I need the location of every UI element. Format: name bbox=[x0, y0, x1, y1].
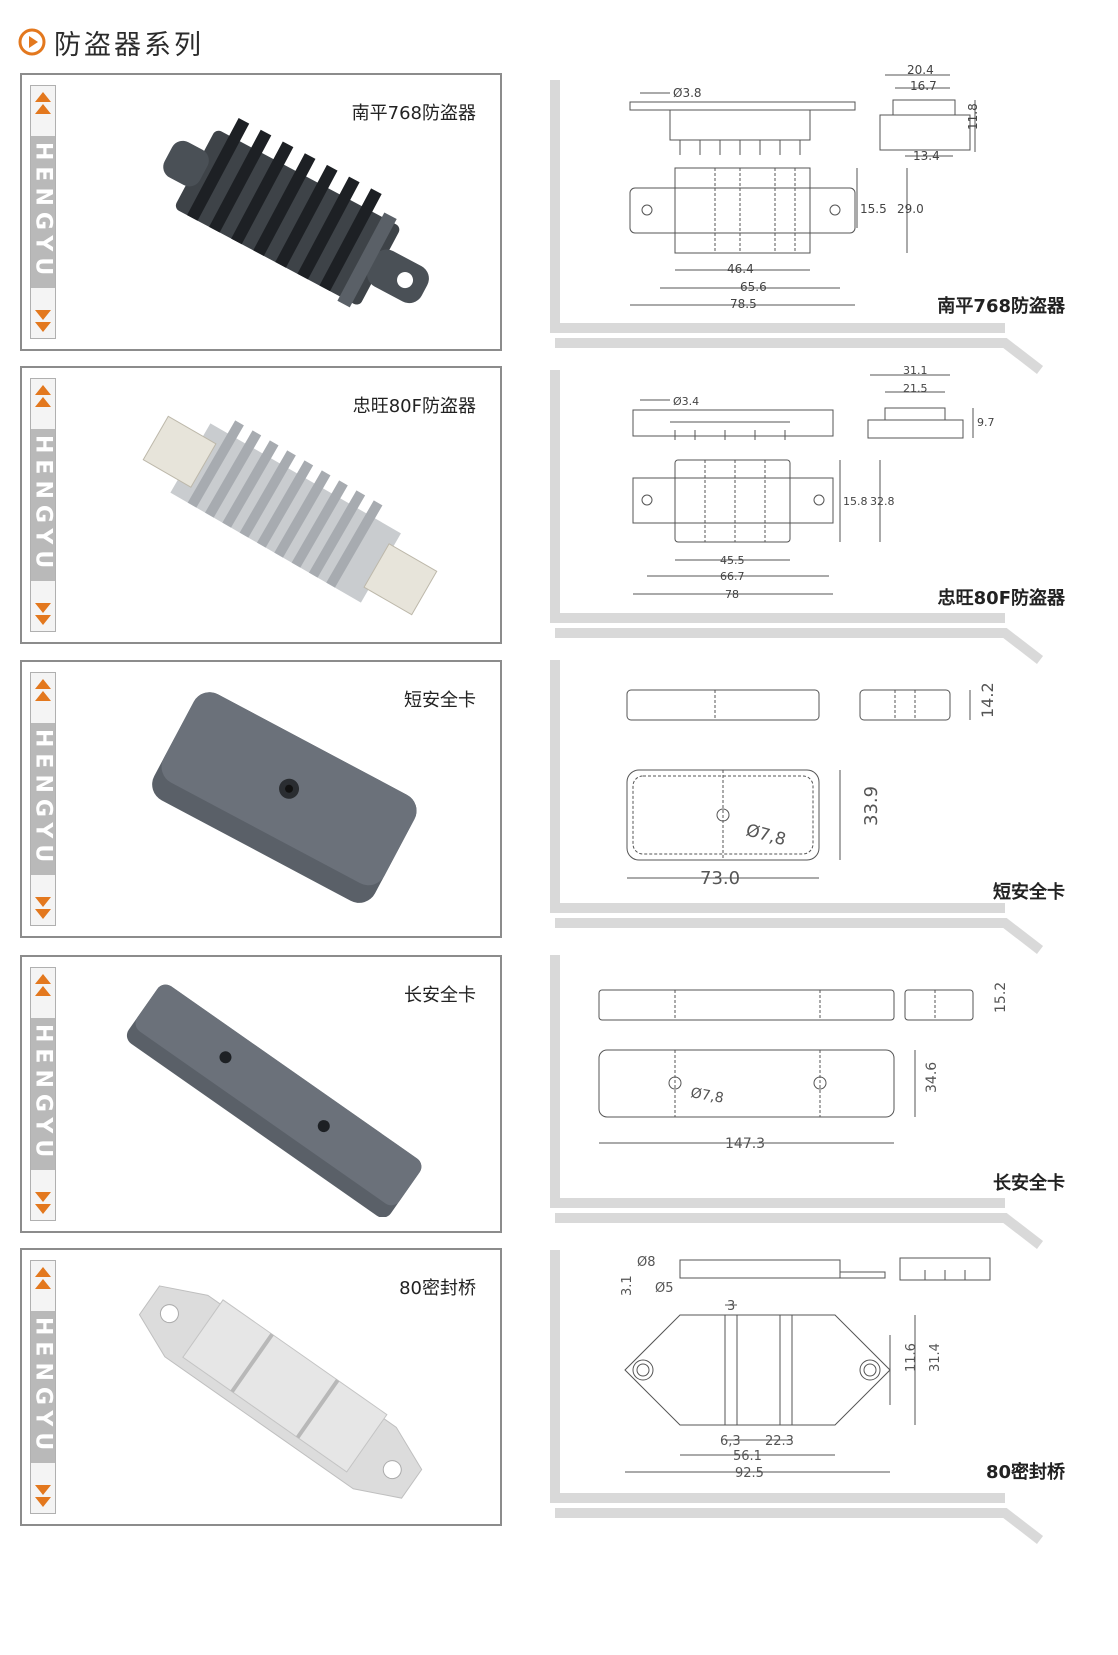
dimension-label: Ø3.4 bbox=[673, 395, 699, 408]
product-photo bbox=[142, 415, 438, 616]
product-photo bbox=[138, 1285, 423, 1499]
dimension-label: Ø3.8 bbox=[673, 86, 702, 100]
brand-strip: HENGYU bbox=[30, 967, 56, 1221]
page-title: 防盗器系列 bbox=[54, 29, 204, 61]
dimension-label: 78.5 bbox=[730, 297, 757, 311]
dimension-label: 92.5 bbox=[735, 1466, 764, 1481]
product-photo-panel-4: HENGYU 长安全卡 bbox=[20, 955, 502, 1233]
dimension-label: 11.8 bbox=[966, 103, 980, 130]
dimension-label: Ø8 bbox=[637, 1255, 656, 1270]
brand-strip: HENGYU bbox=[30, 672, 56, 926]
dimension-label: 78 bbox=[725, 588, 739, 601]
drawing-label: 长安全卡 bbox=[993, 1173, 1065, 1194]
drawing-svg: Ø8 3.1 Ø5 3 11.6 31.4 6,3 22.3 56.1 92.5 bbox=[550, 1250, 1044, 1544]
dimension-label: 56.1 bbox=[733, 1449, 762, 1464]
drawing-svg: Ø3.4 31.1 21.5 9.7 15.8 32.8 45.5 66.7 7… bbox=[550, 364, 1044, 664]
dimension-label: 46.4 bbox=[727, 262, 754, 276]
drawing-svg: 15.2 34.6 Ø7,8 147.3 bbox=[550, 955, 1044, 1249]
dimension-label: 16.7 bbox=[910, 79, 937, 93]
dimension-label: 15.5 bbox=[860, 202, 887, 216]
brand-strip: HENGYU bbox=[30, 85, 56, 339]
product-name: 80密封桥 bbox=[399, 1278, 476, 1299]
brand-watermark: HENGYU bbox=[31, 1018, 56, 1170]
dimension-label: 66.7 bbox=[720, 570, 745, 583]
product-photo-panel-1: HENGYU 南平768防盗器 bbox=[20, 73, 502, 351]
dimension-label: Ø7,8 bbox=[744, 821, 788, 851]
dimension-label: 21.5 bbox=[903, 382, 928, 395]
dimension-label: 6,3 bbox=[720, 1434, 741, 1449]
dimension-label: Ø7,8 bbox=[689, 1085, 725, 1107]
product-name: 南平768防盗器 bbox=[351, 103, 476, 124]
dimension-label: Ø5 bbox=[655, 1281, 674, 1296]
dimension-label: 15.2 bbox=[993, 982, 1009, 1013]
dimension-label: 65.6 bbox=[740, 280, 767, 294]
technical-drawing-1: Ø3.8 20.4 16.7 11.8 13.4 15.5 29.0 46.4 … bbox=[550, 60, 1085, 374]
product-name: 忠旺80F防盗器 bbox=[352, 396, 476, 417]
dimension-label: 73.0 bbox=[700, 868, 740, 889]
product-name: 长安全卡 bbox=[404, 985, 476, 1006]
dimension-label: 3 bbox=[727, 1299, 735, 1314]
brand-strip: HENGYU bbox=[30, 378, 56, 632]
drawing-label: 南平768防盗器 bbox=[937, 296, 1065, 317]
dimension-label: 13.4 bbox=[913, 149, 940, 163]
dimension-label: 31.4 bbox=[928, 1343, 943, 1372]
dimension-label: 15.8 bbox=[843, 495, 868, 508]
dimension-label: 33.9 bbox=[861, 786, 882, 826]
double-down-arrow-icon bbox=[35, 1192, 51, 1214]
brand-strip: HENGYU bbox=[30, 1260, 56, 1514]
double-up-arrow-icon bbox=[35, 1267, 51, 1289]
technical-drawing-5: Ø8 3.1 Ø5 3 11.6 31.4 6,3 22.3 56.1 92.5… bbox=[550, 1240, 1085, 1544]
dimension-label: 32.8 bbox=[870, 495, 895, 508]
product-photo bbox=[152, 692, 417, 903]
drawing-label: 80密封桥 bbox=[985, 1462, 1065, 1483]
brand-watermark: HENGYU bbox=[31, 1311, 56, 1463]
double-up-arrow-icon bbox=[35, 92, 51, 114]
dimension-label: 147.3 bbox=[725, 1136, 765, 1152]
brand-watermark: HENGYU bbox=[31, 429, 56, 581]
dimension-label: 14.2 bbox=[978, 682, 997, 718]
title-bar: 防盗器系列 bbox=[18, 22, 204, 62]
dimension-label: 3.1 bbox=[620, 1275, 635, 1296]
double-down-arrow-icon bbox=[35, 897, 51, 919]
product-photo-panel-5: HENGYU 80密封桥 bbox=[20, 1248, 502, 1526]
product-photo-panel-3: HENGYU 短安全卡 bbox=[20, 660, 502, 938]
play-circle-icon bbox=[18, 28, 46, 56]
drawing-label: 忠旺80F防盗器 bbox=[937, 588, 1065, 609]
dimension-label: 22.3 bbox=[765, 1434, 794, 1449]
dimension-label: 34.6 bbox=[924, 1062, 940, 1093]
double-down-arrow-icon bbox=[35, 310, 51, 332]
drawing-svg: Ø3.8 20.4 16.7 11.8 13.4 15.5 29.0 46.4 … bbox=[550, 63, 1044, 374]
double-up-arrow-icon bbox=[35, 385, 51, 407]
dimension-label: 45.5 bbox=[720, 554, 745, 567]
brand-watermark: HENGYU bbox=[31, 723, 56, 875]
double-down-arrow-icon bbox=[35, 1485, 51, 1507]
double-up-arrow-icon bbox=[35, 679, 51, 701]
dimension-label: 20.4 bbox=[907, 63, 934, 77]
double-down-arrow-icon bbox=[35, 603, 51, 625]
product-photo bbox=[163, 117, 429, 308]
dimension-label: 31.1 bbox=[903, 364, 928, 377]
brand-watermark: HENGYU bbox=[31, 136, 56, 288]
technical-drawing-3: 14.2 33.9 Ø7,8 73.0 短安全卡 bbox=[550, 650, 1085, 954]
technical-drawing-4: 15.2 34.6 Ø7,8 147.3 长安全卡 bbox=[550, 945, 1085, 1249]
drawing-svg: 14.2 33.9 Ø7,8 73.0 bbox=[550, 660, 1044, 954]
product-name: 短安全卡 bbox=[404, 690, 476, 711]
drawing-label: 短安全卡 bbox=[993, 882, 1065, 903]
product-photo bbox=[126, 984, 422, 1217]
dimension-label: 9.7 bbox=[977, 416, 995, 429]
dimension-label: 11.6 bbox=[904, 1343, 919, 1372]
technical-drawing-2: Ø3.4 31.1 21.5 9.7 15.8 32.8 45.5 66.7 7… bbox=[550, 360, 1085, 664]
product-photo-panel-2: HENGYU 忠旺80F防盗器 bbox=[20, 366, 502, 644]
double-up-arrow-icon bbox=[35, 974, 51, 996]
dimension-label: 29.0 bbox=[897, 202, 924, 216]
